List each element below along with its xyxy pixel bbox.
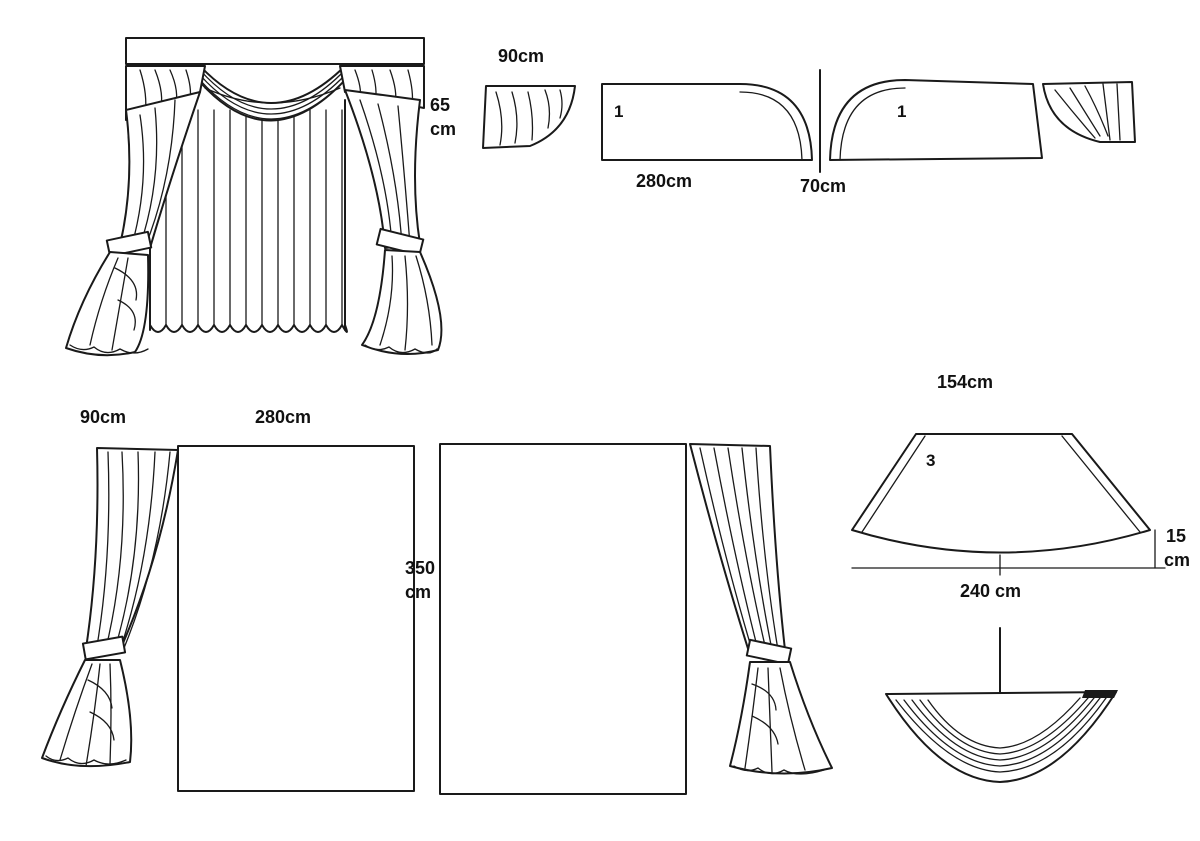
swag-piece-right: [829, 79, 1043, 161]
center-swag-top-width: 154cm: [937, 372, 994, 392]
swag-piece-left-number: 1: [614, 102, 624, 121]
finished-swag-drape: [885, 690, 1118, 783]
jabot-width-label: 90cm: [498, 46, 545, 66]
panel-width-label: 280cm: [255, 407, 312, 427]
back-curtain-panel: [149, 99, 348, 333]
center-swag-number: 3: [926, 451, 936, 470]
left-side-drape: [65, 91, 201, 357]
center-swag-depth-unit: cm: [1164, 550, 1191, 570]
left-jabot-small: [482, 85, 576, 149]
cornice-board: [125, 37, 425, 65]
center-swag-bottom-width: 240 cm: [960, 581, 1022, 601]
assembled-curtain-illustration: [65, 37, 443, 357]
swag-length-label: 280cm: [636, 171, 693, 191]
side-curtain-width-label: 90cm: [80, 407, 127, 427]
center-swag-pattern: [851, 433, 1166, 576]
top-swag-valance: [199, 65, 346, 122]
right-side-drape: [344, 89, 443, 355]
curtain-panel-right: [439, 443, 687, 795]
curtain-panel-left: [177, 445, 415, 792]
right-jabot-small: [1042, 81, 1136, 143]
panel-height-unit: cm: [405, 582, 432, 602]
right-tied-curtain: [689, 443, 833, 775]
valance-drop-unit: cm: [430, 119, 457, 139]
swag-piece-right-number: 1: [897, 102, 907, 121]
panel-height-value: 350: [405, 558, 436, 578]
left-tied-curtain: [41, 447, 179, 768]
center-swag-depth-value: 15: [1166, 526, 1187, 546]
valance-drop-value: 65: [430, 95, 451, 115]
swag-piece-left: [601, 83, 813, 161]
swag-height-label: 70cm: [800, 176, 847, 196]
